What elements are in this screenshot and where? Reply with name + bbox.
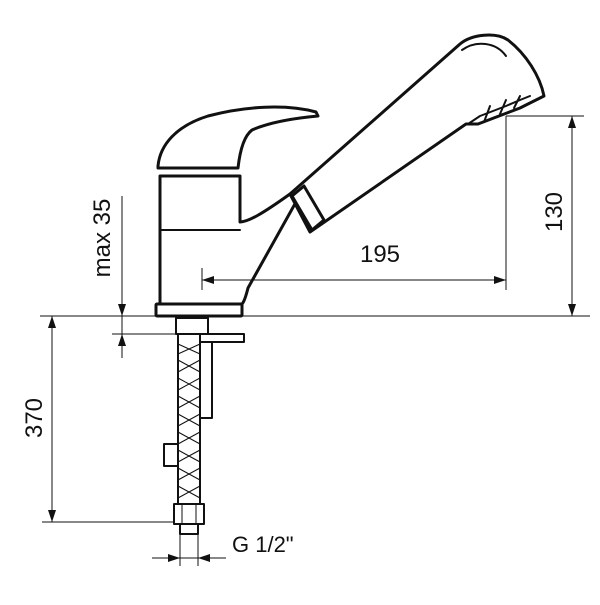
dim-370-arrow-top [48, 316, 56, 328]
hose-side-stub [163, 443, 179, 467]
dim-thread-arrow-right [198, 554, 210, 562]
spray-nozzle-3 [513, 95, 521, 109]
dim-thread-label: G 1/2" [232, 532, 294, 557]
faucet-column [158, 174, 298, 306]
dim-35-arrow-bottom [118, 334, 126, 346]
dim-370-arrow-bottom [48, 510, 56, 522]
mounting-nut [175, 317, 209, 335]
under-deck-fittings [163, 317, 245, 535]
hose-end-nut [173, 503, 205, 525]
dim-195-label: 195 [360, 241, 400, 268]
dim-35-label: max 35 [89, 199, 116, 278]
faucet-body [154, 174, 298, 318]
spout-joint-ring [290, 184, 326, 232]
threaded-rod [199, 341, 213, 419]
dim-spout-height: 130 [506, 115, 584, 316]
clamp-plate [199, 333, 245, 343]
dim-deck-thickness: max 35 [89, 196, 176, 358]
lever-handle [156, 105, 320, 170]
hose-end-thread [179, 523, 199, 535]
spray-head-top [461, 42, 507, 57]
dim-130-arrow-bottom [568, 304, 576, 316]
dim-370-label: 370 [21, 398, 48, 438]
dim-hose-length: 370 [21, 316, 174, 523]
spout-arm [288, 33, 546, 234]
dim-130-label: 130 [541, 192, 568, 232]
pullout-spout [288, 33, 546, 234]
dim-thread-arrow-left [168, 554, 180, 562]
dim-thread: G 1/2" [152, 532, 294, 566]
spray-nozzle-1 [483, 105, 491, 123]
base-plate [154, 302, 244, 318]
dim-130-arrow-top [568, 116, 576, 128]
spray-head-front [467, 95, 531, 125]
dim-35-arrow-top [118, 304, 126, 316]
spray-nozzle-2 [499, 99, 507, 115]
hose-braid-cross [177, 343, 201, 499]
dim-spout-reach: 195 [201, 116, 507, 290]
hose-braid [177, 343, 201, 499]
dim-195-arrow-right [494, 276, 506, 284]
dim-195-arrow-left [202, 276, 214, 284]
